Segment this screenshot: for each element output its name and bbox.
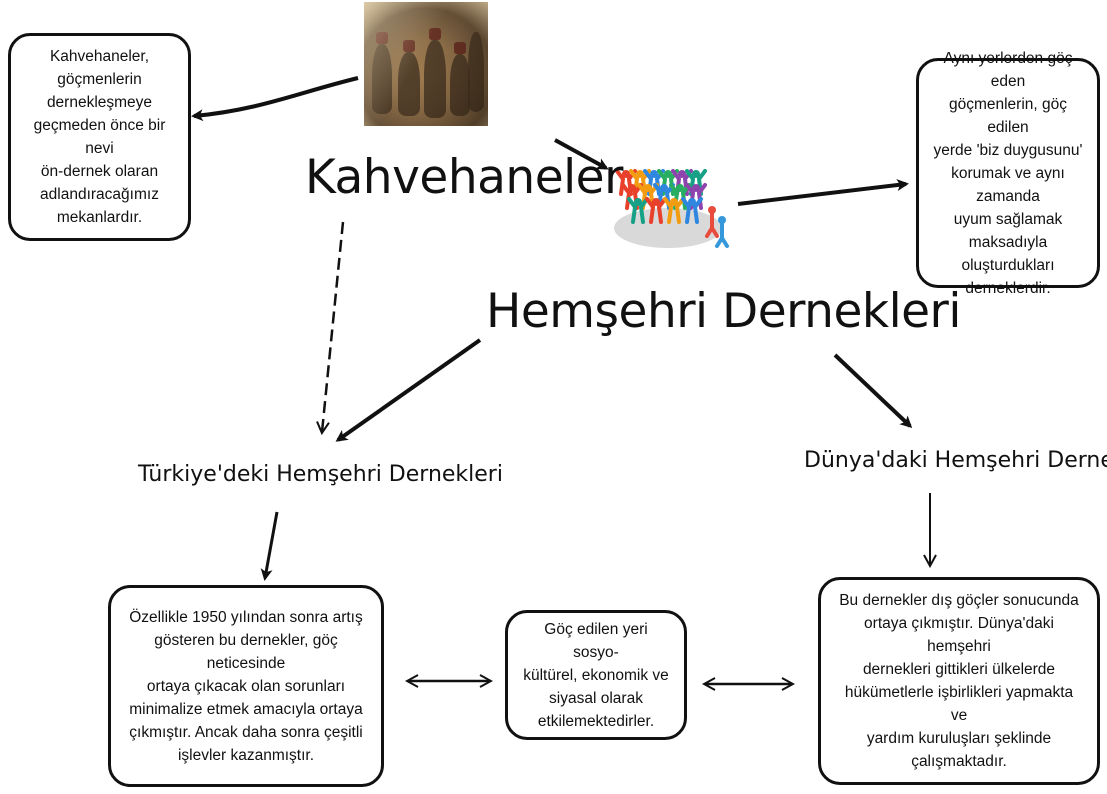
hemsehri-description-text: Aynı yerlerden göç eden göçmenlerin, göç … <box>933 47 1083 300</box>
person-head <box>664 170 672 178</box>
text-line: ortaya çıkacak olan sorunları <box>146 677 346 695</box>
text-line: ön-dernek olaran <box>40 163 159 180</box>
text-line: Göç edilen yeri sosyo- <box>544 620 648 661</box>
text-line: Aynı yerlerden göç eden <box>943 49 1073 90</box>
text-line: adlandıracağımız <box>40 186 159 203</box>
text-line: siyasal olarak <box>549 689 643 707</box>
people-group-icon <box>614 169 729 248</box>
text-line: yerde 'biz duygusunu' <box>933 141 1083 159</box>
text-line: kültürel, ekonomik ve <box>523 666 669 684</box>
person-head <box>676 184 684 192</box>
turkiye-description-text: Özellikle 1950 yılından sonra artış göste… <box>125 606 367 767</box>
turkiye-description-box: Özellikle 1950 yılından sonra artış göste… <box>108 585 384 787</box>
person-body <box>645 197 667 224</box>
arrow-turkiye-to-box <box>260 511 279 581</box>
arrow-dashed-kahvehaneler-to-turkiye <box>322 221 345 432</box>
text-line: maksadıyla oluşturdukları <box>961 233 1055 274</box>
text-line: işlevler kazanmıştır. <box>177 746 315 764</box>
arrow-hemsehri-to-dunya <box>833 353 913 429</box>
text-line: dernekleşmeye <box>46 94 153 111</box>
person-body <box>705 212 719 238</box>
arrow-photo-to-kahvehane-box <box>191 76 359 122</box>
person-head <box>718 216 726 224</box>
text-line: göçmenlerin, göç edilen <box>948 95 1068 136</box>
arrow-kahvehaneler-to-people <box>554 138 609 170</box>
person-body <box>627 197 649 224</box>
person-head <box>650 170 658 178</box>
person-head <box>692 184 700 192</box>
person-body <box>715 222 729 248</box>
kahvehane-description-text: Kahvehaneler, göçmenlerin dernekleşmeye geç… <box>25 45 174 229</box>
arrow-hemsehri-to-turkiye <box>335 338 482 442</box>
text-line: Özellikle 1950 yılından sonra artış <box>129 608 363 626</box>
text-line: çıkmıştır. Ancak daha sonra çeşitli <box>129 723 363 741</box>
person-head <box>660 184 668 192</box>
text-line: yardım kuruluşları şeklinde <box>866 730 1052 747</box>
hemsehri-dernekleri-title: Hemşehri Dernekleri <box>486 284 961 339</box>
text-line: gösteren bu dernekler, göç neticesinde <box>154 631 338 672</box>
dunya-branch-title: Dünya'daki Hemşehri Dernekleri <box>804 448 1107 473</box>
person-body <box>681 197 703 224</box>
person-head <box>708 206 716 214</box>
text-line: ortaya çıkmıştır. Dünya'daki hemşehri <box>864 615 1054 655</box>
turkiye-branch-title: Türkiye'deki Hemşehri Dernekleri <box>138 462 503 487</box>
arrow-people-to-hemsehri-box <box>737 179 909 206</box>
person-head <box>678 170 686 178</box>
person-head <box>688 198 696 206</box>
text-line: etkilemektedirler. <box>537 712 655 730</box>
text-line: derneklerdir. <box>965 279 1051 297</box>
person-body <box>663 197 685 224</box>
text-line: korumak ve aynı zamanda <box>951 164 1065 205</box>
text-line: hükümetlerle işbirlikleri yapmakta ve <box>844 684 1074 724</box>
person-head <box>634 198 642 206</box>
dunya-description-text: Bu dernekler dış göçler sonucunda ortaya … <box>835 589 1083 773</box>
hemsehri-description-box: Aynı yerlerden göç eden göçmenlerin, göç … <box>916 50 1100 297</box>
text-line: minimalize etmek amacıyla ortaya <box>129 700 363 718</box>
person-head <box>636 170 644 178</box>
person-head <box>622 170 630 178</box>
person-head <box>644 184 652 192</box>
text-line: mekanlardır. <box>56 209 143 226</box>
kahvehaneler-title: Kahvehaneler <box>305 150 623 205</box>
coffeehouse-photo-icon <box>364 2 488 126</box>
person-head <box>628 184 636 192</box>
dunya-description-box: Bu dernekler dış göçler sonucunda ortaya … <box>818 577 1100 785</box>
text-line: geçmeden önce bir nevi <box>33 117 166 157</box>
person-head <box>692 170 700 178</box>
common-effect-text: Göç edilen yeri sosyo-kültürel, ekonomik… <box>522 618 670 733</box>
common-effect-box: Göç edilen yeri sosyo-kültürel, ekonomik… <box>505 610 687 740</box>
person-head <box>652 198 660 206</box>
text-line: Kahvehaneler, <box>49 48 150 65</box>
kahvehane-description-box: Kahvehaneler, göçmenlerin dernekleşmeye geç… <box>8 33 191 241</box>
text-line: Bu dernekler dış göçler sonucunda <box>839 592 1079 609</box>
text-line: çalışmaktadır. <box>911 753 1007 770</box>
text-line: dernekleri gittikleri ülkelerde <box>862 661 1056 678</box>
person-head <box>670 198 678 206</box>
text-line: göçmenlerin <box>57 71 142 88</box>
text-line: uyum sağlamak <box>953 210 1063 228</box>
